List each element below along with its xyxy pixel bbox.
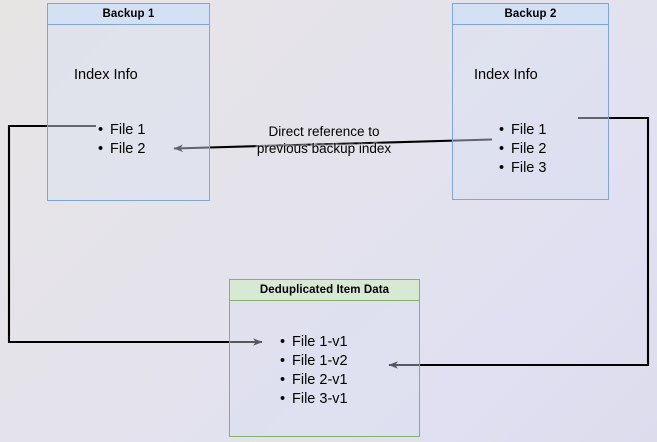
box-backup-2-body: Index Info File 1 File 2 File 3 (453, 25, 608, 199)
backup-1-index-info-label: Index Info (74, 67, 138, 83)
box-backup-2-header: Backup 2 (453, 4, 608, 25)
direct-reference-note: Direct reference to previous backup inde… (256, 124, 392, 156)
list-item: File 1-v1 (280, 333, 348, 352)
box-backup-2[interactable]: Backup 2 Index Info File 1 File 2 File 3 (452, 3, 609, 200)
backup-1-file-list: File 1 File 2 (96, 121, 146, 159)
list-item: File 3-v1 (280, 390, 348, 409)
list-item: File 1 (499, 121, 547, 140)
list-item: File 1 (98, 121, 146, 140)
box-backup-1-header: Backup 1 (48, 4, 209, 25)
list-item: File 3 (499, 159, 547, 178)
box-deduplicated-item-data-header: Deduplicated Item Data (230, 280, 419, 301)
deduplicated-file-list: File 1-v1 File 1-v2 File 2-v1 File 3-v1 (278, 333, 348, 409)
box-backup-1[interactable]: Backup 1 Index Info File 1 File 2 (47, 3, 210, 201)
box-deduplicated-item-data[interactable]: Deduplicated Item Data File 1-v1 File 1-… (229, 279, 420, 437)
backup-2-file-list: File 1 File 2 File 3 (497, 121, 547, 178)
list-item: File 1-v2 (280, 352, 348, 371)
box-deduplicated-item-data-body: File 1-v1 File 1-v2 File 2-v1 File 3-v1 (230, 301, 419, 436)
list-item: File 2 (98, 140, 146, 159)
backup-2-index-info-label: Index Info (474, 67, 538, 83)
list-item: File 2 (499, 140, 547, 159)
box-backup-1-body: Index Info File 1 File 2 (48, 25, 209, 200)
list-item: File 2-v1 (280, 371, 348, 390)
